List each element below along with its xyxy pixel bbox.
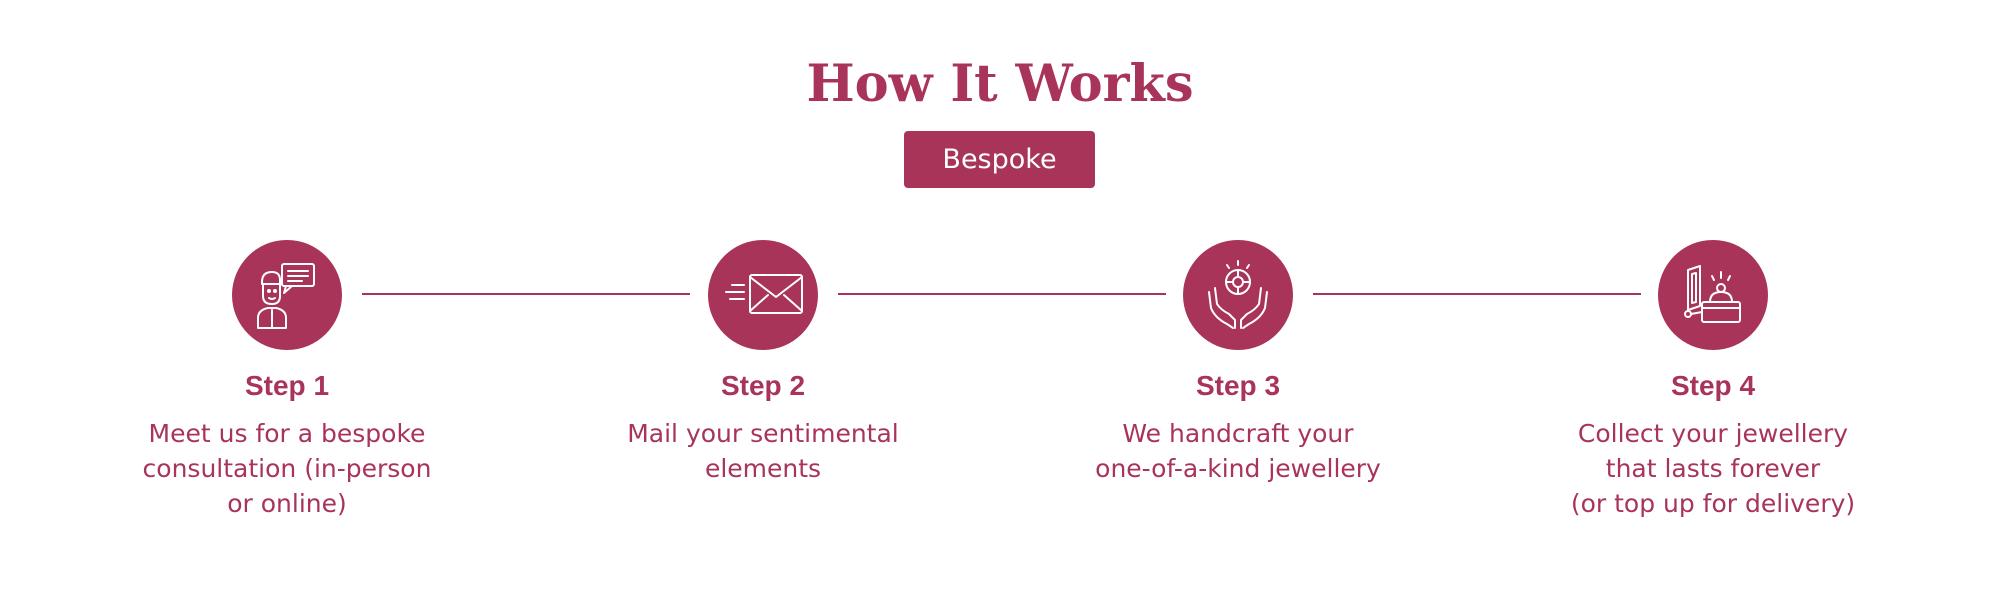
section-title: How It Works — [806, 54, 1194, 114]
step-2-description: Mail your sentimental elements — [563, 416, 963, 486]
step-3-description-line: one-of-a-kind jewellery — [1095, 454, 1381, 483]
bespoke-tab-button[interactable]: Bespoke — [904, 131, 1095, 188]
step-connector-line — [1313, 293, 1641, 295]
step-1-description-line: or online) — [227, 489, 347, 518]
hands-gem-icon — [1208, 260, 1268, 329]
jewellery-box-icon — [1684, 265, 1741, 323]
step-3: Step 3 We handcraft your one-of-a-kind j… — [1038, 240, 1438, 486]
step-4-icon-circle — [1658, 240, 1768, 350]
step-4-title: Step 4 — [1670, 370, 1756, 401]
step-connector-line — [838, 293, 1166, 295]
step-1-description-line: consultation (in-person — [142, 454, 432, 483]
step-4-description-line: Collect your jewellery — [1577, 419, 1849, 448]
step-connector-line — [362, 293, 690, 295]
step-2: Step 2 Mail your sentimental elements — [563, 240, 963, 486]
step-1-icon-circle — [232, 240, 342, 350]
step-2-description-line: elements — [704, 454, 822, 483]
step-3-title: Step 3 — [1195, 370, 1281, 401]
step-1-title: Step 1 — [244, 370, 330, 401]
step-4-description-line: that lasts forever — [1605, 454, 1821, 483]
step-1-description: Meet us for a bespoke consultation (in-p… — [87, 416, 487, 521]
step-3-icon-circle — [1183, 240, 1293, 350]
mail-envelope-icon — [725, 274, 803, 314]
step-4-description: Collect your jewellery that lasts foreve… — [1513, 416, 1913, 521]
step-1: Step 1 Meet us for a bespoke consultatio… — [87, 240, 487, 521]
step-4: Step 4 Collect your jewellery that lasts… — [1513, 240, 1913, 521]
step-1-description-line: Meet us for a bespoke — [148, 419, 426, 448]
step-3-description-line: We handcraft your — [1122, 419, 1354, 448]
step-2-description-line: Mail your sentimental — [627, 419, 899, 448]
step-3-description: We handcraft your one-of-a-kind jeweller… — [1038, 416, 1438, 486]
consultation-chat-icon — [257, 263, 315, 329]
step-2-title: Step 2 — [720, 370, 806, 401]
step-2-icon-circle — [708, 240, 818, 350]
step-4-description-line: (or top up for delivery) — [1570, 489, 1856, 518]
